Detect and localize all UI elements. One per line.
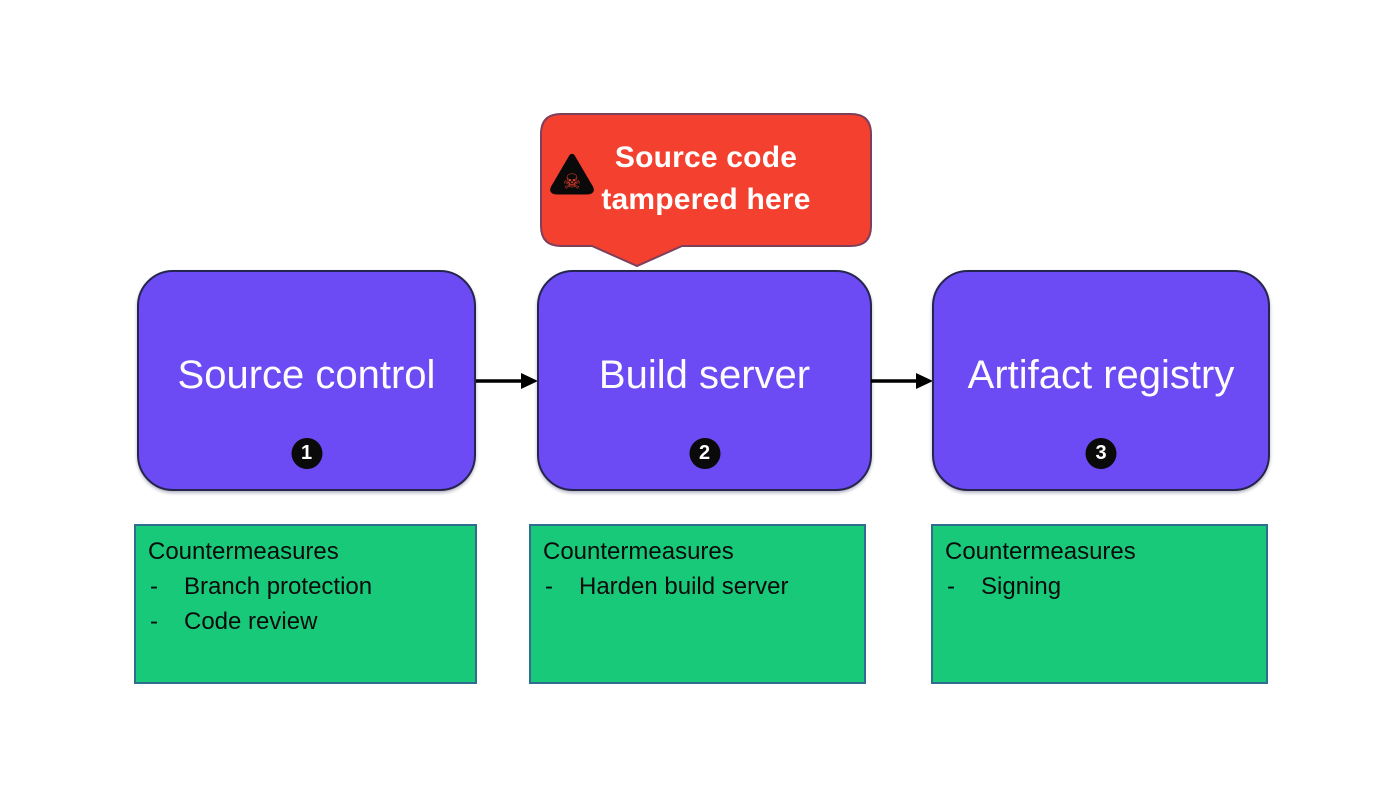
- callout-shape: [540, 113, 872, 268]
- countermeasures-title: Countermeasures: [543, 538, 734, 565]
- step-badge-2: 2: [689, 438, 720, 469]
- countermeasures-artifact-registry: Countermeasures - Signing: [931, 524, 1268, 684]
- countermeasure-text: Signing: [981, 573, 1062, 600]
- countermeasures-source-control: Countermeasures - Branch protection - Co…: [134, 524, 477, 684]
- arrow-build-to-artifact: [871, 373, 933, 389]
- bullet-dash: -: [150, 608, 158, 635]
- warning-callout-bubble: [540, 113, 872, 268]
- node-label: Build server: [598, 353, 811, 397]
- countermeasure-text: Code review: [184, 608, 318, 635]
- callout-line-2: tampered here: [601, 183, 811, 216]
- list-item: - Harden build server: [543, 569, 852, 604]
- bullet-dash: -: [545, 573, 553, 600]
- node-label: Source control: [177, 353, 436, 397]
- countermeasure-text: Harden build server: [579, 573, 789, 600]
- node-artifact-registry: Artifact registry 3: [932, 270, 1270, 491]
- bullet-dash: -: [947, 573, 955, 600]
- countermeasures-build-server: Countermeasures - Harden build server: [529, 524, 866, 684]
- skull-glyph: ☠: [563, 170, 582, 193]
- list-item: - Code review: [148, 604, 463, 639]
- node-label: Artifact registry: [967, 353, 1235, 397]
- bullet-dash: -: [150, 573, 158, 600]
- countermeasures-title: Countermeasures: [148, 538, 339, 565]
- node-source-control: Source control 1: [137, 270, 476, 491]
- list-item: - Signing: [945, 569, 1254, 604]
- step-badge-3: 3: [1085, 438, 1117, 469]
- step-badge-1: 1: [291, 438, 322, 469]
- skull-crossbones-icon: ☠: [550, 153, 594, 195]
- node-build-server: Build server 2: [537, 270, 872, 491]
- callout-text: Source code tampered here: [540, 137, 872, 221]
- countermeasures-title: Countermeasures: [945, 538, 1136, 565]
- countermeasure-text: Branch protection: [184, 573, 373, 600]
- arrow-source-to-build: [476, 373, 538, 389]
- callout-line-1: Source code: [614, 141, 798, 174]
- list-item: - Branch protection: [148, 569, 463, 604]
